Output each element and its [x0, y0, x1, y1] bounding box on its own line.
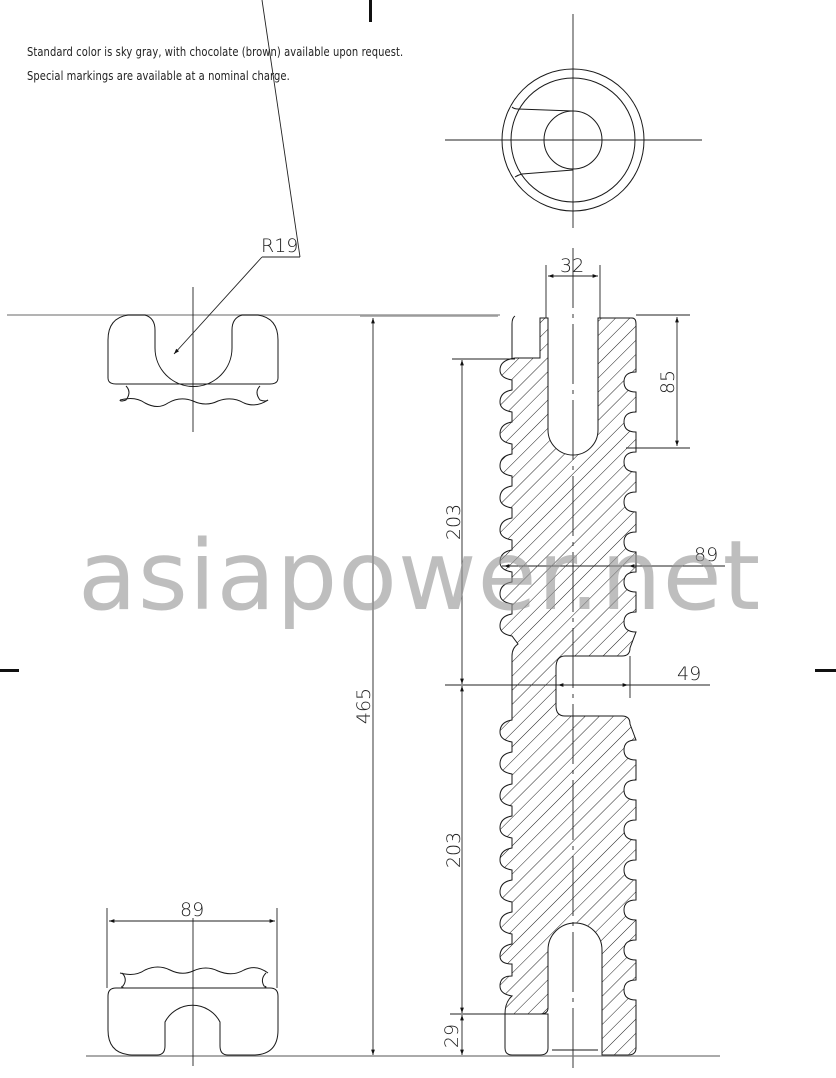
- registration-mark-top: [369, 0, 372, 22]
- bottom-width-label: 89: [180, 899, 204, 921]
- end-view: [445, 14, 702, 228]
- registration-mark-right: [815, 669, 836, 672]
- bore-width-label: 32: [560, 255, 584, 277]
- slot-width-label: 49: [677, 663, 701, 685]
- bore-depth-dimension: 85: [626, 314, 690, 449]
- overall-height-label: 465: [353, 688, 375, 724]
- registration-mark-left: [0, 669, 19, 672]
- drawing-notes: Standard color is sky gray, with chocola…: [27, 40, 403, 88]
- section-dimensions: 203 203 29: [441, 358, 710, 1055]
- overall-height-dimension: 465: [353, 315, 498, 1055]
- lower-section-label: 203: [443, 832, 465, 868]
- top-end-detail: R19: [7, 0, 500, 432]
- insulator-cross-section: [499, 248, 637, 1072]
- upper-section-label: 203: [443, 504, 465, 540]
- bottom-end-detail: 89: [86, 899, 720, 1066]
- slot-width-dimension: 49: [558, 656, 701, 698]
- bore-depth-label: 85: [657, 370, 679, 394]
- base-height-label: 29: [441, 1024, 463, 1048]
- shed-diameter-label: 89: [694, 544, 718, 566]
- note-markings: Special markings are available at a nomi…: [27, 69, 290, 83]
- shed-diameter-dimension: 89: [502, 544, 725, 568]
- radius-label: R19: [261, 235, 298, 257]
- bore-width-dimension: 32: [545, 255, 601, 318]
- note-color: Standard color is sky gray, with chocola…: [27, 45, 404, 59]
